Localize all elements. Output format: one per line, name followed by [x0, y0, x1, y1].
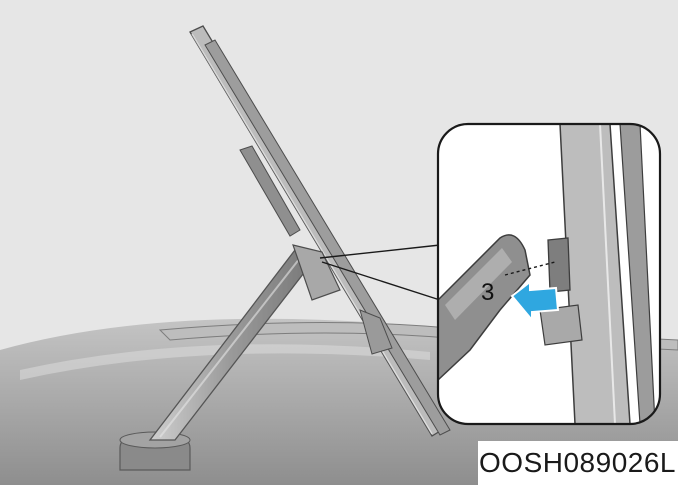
leader-line-bottom — [321, 261, 441, 301]
inset-frame — [436, 122, 662, 426]
detail-inset — [438, 124, 660, 424]
inset-guide-line — [504, 261, 556, 276]
leader-line-top — [319, 244, 441, 259]
insert-arrow — [510, 279, 560, 323]
blade-spine — [239, 145, 301, 237]
blade-clip — [292, 244, 341, 301]
figure-code: OOSH089026L — [478, 441, 678, 485]
inset-arm-end — [438, 234, 531, 382]
inset-blade-slot — [547, 237, 571, 293]
glass-reflection — [20, 344, 430, 380]
callout-number-3: 3 — [481, 279, 494, 306]
